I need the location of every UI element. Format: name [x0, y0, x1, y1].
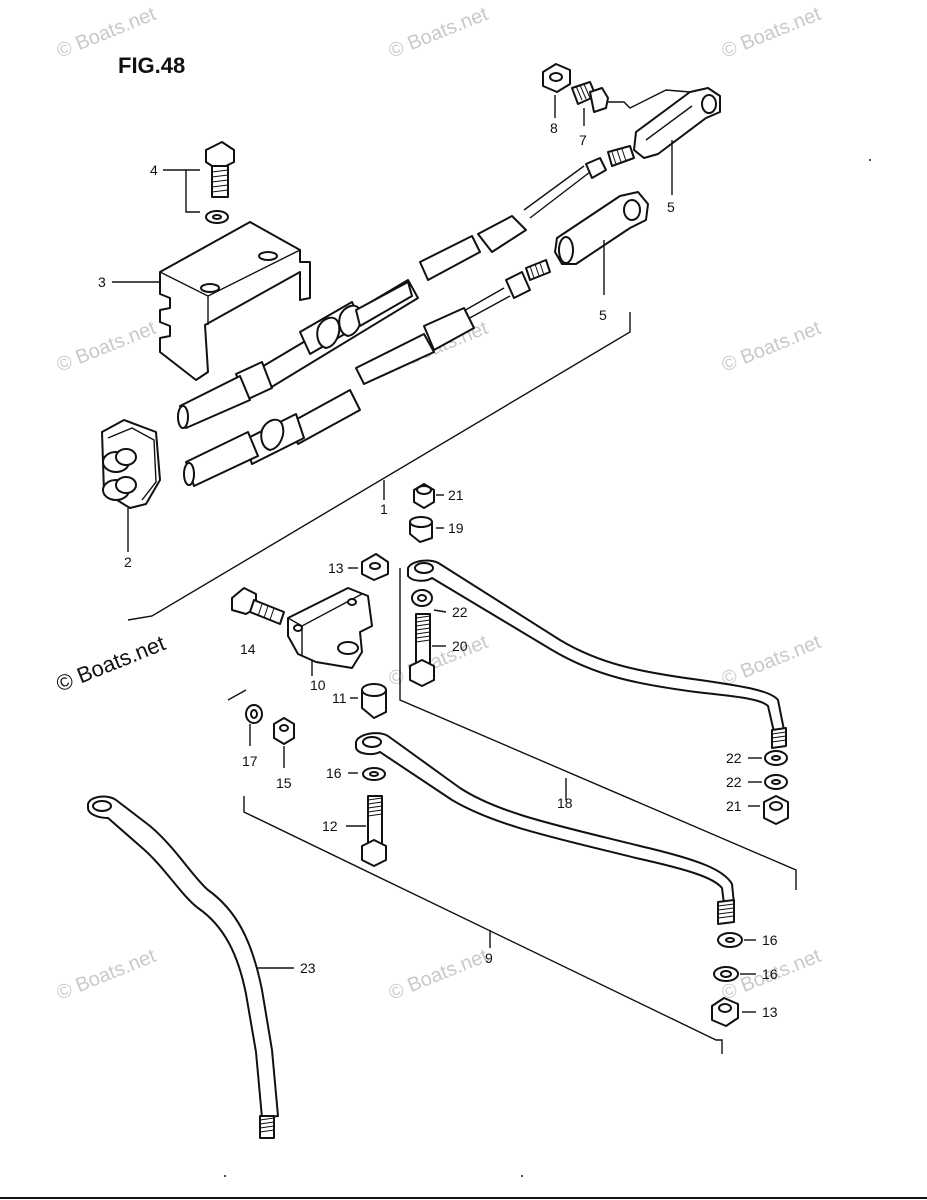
washer-22-upper-icon: [411, 589, 433, 607]
link-rod-23-icon: [87, 795, 279, 1139]
figure-title: FIG.48: [118, 53, 185, 78]
callout-17: 17: [242, 753, 258, 769]
control-cable-lower-icon: [183, 259, 551, 487]
watermark: © Boats.net: [54, 317, 160, 377]
nut-21-upper-icon: [413, 483, 435, 509]
callout-13b: 13: [762, 1004, 778, 1020]
callout-21a: 21: [448, 487, 464, 503]
control-cable-upper-icon: [177, 145, 635, 429]
leader-1-frame: [127, 312, 631, 621]
nut-15-icon: [273, 717, 295, 745]
callout-2: 2: [124, 554, 132, 570]
leader-4: [185, 169, 200, 213]
callout-10: 10: [310, 677, 326, 693]
callout-11: 11: [332, 690, 347, 706]
watermark-main: © Boats.net: [53, 630, 169, 696]
callout-15: 15: [276, 775, 292, 791]
callout-19: 19: [448, 520, 464, 536]
washer-17-icon: [245, 704, 263, 724]
callout-9: 9: [485, 950, 493, 966]
callout-18: 18: [557, 795, 573, 811]
callout-20: 20: [452, 638, 468, 654]
bolt-14-icon: [231, 587, 285, 625]
callout-1: 1: [380, 501, 388, 517]
callout-7: 7: [579, 132, 587, 148]
rod-end-5-upper-icon: [633, 87, 721, 159]
callout-22a: 22: [452, 604, 468, 620]
bracket-3-icon: [159, 221, 311, 381]
callout-16b: 16: [762, 932, 778, 948]
callout-14: 14: [240, 641, 256, 657]
callout-4: 4: [150, 162, 158, 178]
callout-21b: 21: [726, 798, 742, 814]
washer-22-b-icon: [764, 750, 788, 766]
watermark: © Boats.net: [54, 945, 160, 1005]
callout-16c: 16: [762, 966, 778, 982]
callout-3: 3: [98, 274, 106, 290]
leader-9-frame: [227, 689, 723, 1054]
nut-8-icon: [542, 63, 571, 93]
callout-8: 8: [550, 120, 558, 136]
nut-13-lower-icon: [711, 997, 739, 1027]
washer-16-c-icon: [713, 966, 739, 982]
grommet-2-icon: [101, 419, 161, 509]
bolt-4-icon: [205, 141, 235, 224]
washer-16-mid-icon: [362, 767, 386, 781]
watermark: © Boats.net: [386, 945, 492, 1005]
nut-21-lower-icon: [763, 795, 789, 825]
washer-22-c-icon: [764, 774, 788, 790]
scan-marks: [0, 159, 927, 1199]
bracket-10-icon: [287, 587, 373, 669]
rod-end-5-lower-icon: [554, 191, 649, 265]
callout-5b: 5: [599, 307, 607, 323]
bushing-19-icon: [409, 516, 433, 543]
leader-18-frame: [399, 568, 797, 890]
callout-5a: 5: [667, 199, 675, 215]
watermark: © Boats.net: [719, 317, 825, 377]
watermark: © Boats.net: [386, 631, 492, 691]
callout-22c: 22: [726, 774, 742, 790]
callout-13a: 13: [328, 560, 344, 576]
callout-16a: 16: [326, 765, 342, 781]
bushing-11-icon: [361, 683, 387, 719]
nut-13-upper-icon: [361, 553, 389, 581]
callout-23: 23: [300, 960, 316, 976]
bolt-12-icon: [361, 795, 387, 867]
pin-7-icon: [571, 81, 609, 113]
tie-rod-9-icon: [355, 732, 735, 925]
callout-22b: 22: [726, 750, 742, 766]
bolt-20-icon: [409, 613, 435, 687]
leader-7b: [608, 89, 691, 109]
leader-22a: [433, 609, 447, 613]
tie-rod-18-icon: [407, 559, 787, 749]
watermark: © Boats.net: [386, 3, 492, 63]
washer-16-b-icon: [717, 932, 743, 948]
watermark: © Boats.net: [719, 631, 825, 691]
callout-12: 12: [322, 818, 338, 834]
watermark: © Boats.net: [719, 3, 825, 63]
